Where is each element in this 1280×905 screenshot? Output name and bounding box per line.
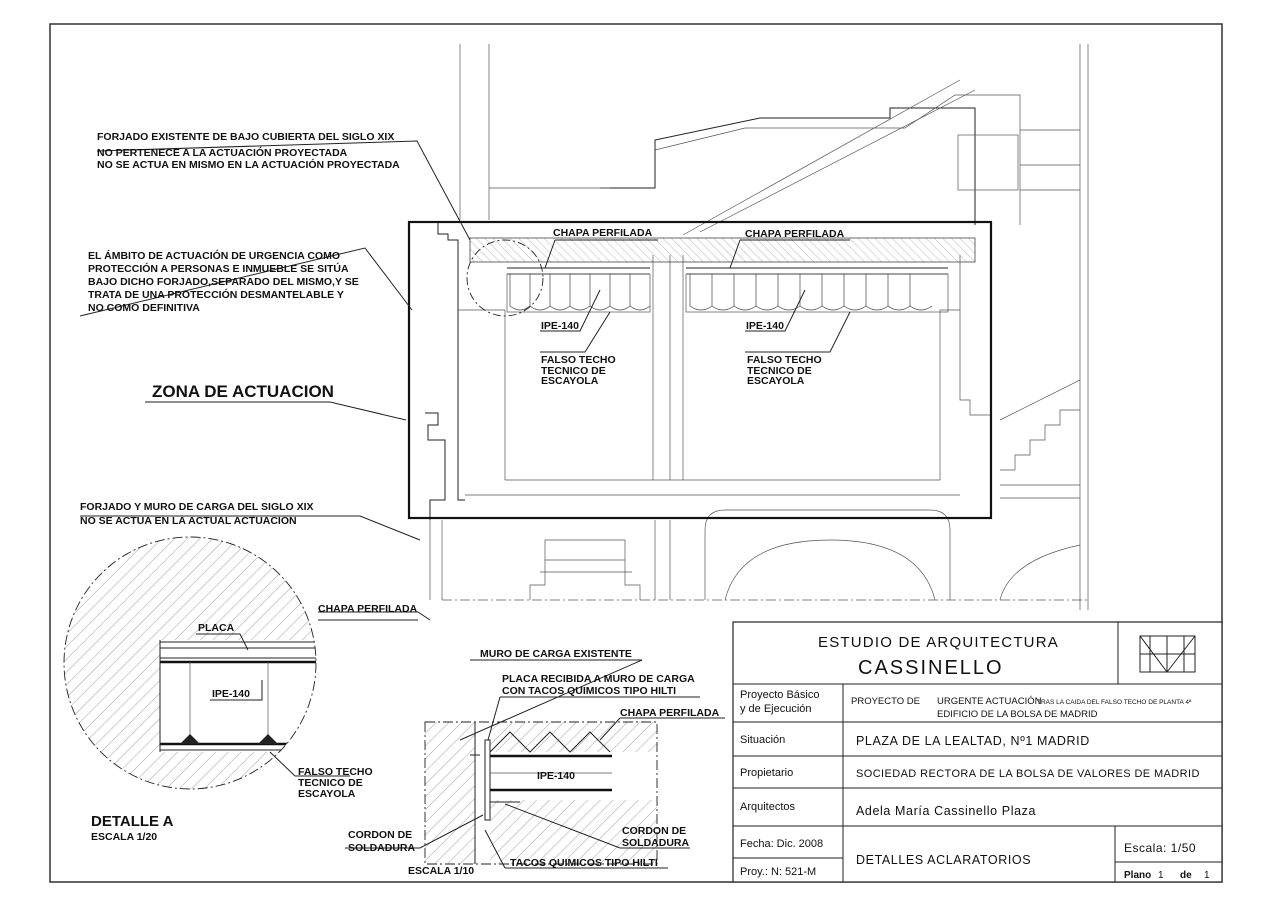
studio-name: CASSINELLO — [858, 657, 1004, 679]
falso-techo-rib — [777, 274, 801, 311]
plano-number: 1 — [1158, 870, 1164, 881]
falso-techo-rib — [821, 274, 845, 311]
ipe-left: IPE-140 — [541, 320, 579, 332]
falso-techo-rib — [589, 274, 611, 311]
studio-logo-icon — [1139, 635, 1196, 673]
falso-right-line1: FALSO TECHO — [747, 354, 822, 366]
detail-b-tacos: TACOS QUIMICOS TIPO HILTI — [510, 857, 658, 869]
detail-b-ipe: IPE-140 — [537, 770, 575, 782]
detail-b-muro: MURO DE CARGA EXISTENTE — [480, 648, 632, 660]
label-ambito: EL ÁMBITO DE ACTUACIÓN DE URGENCIA COMO … — [88, 249, 359, 314]
detail-b-placa1: PLACA RECIBIDA A MURO DE CARGA — [502, 673, 695, 685]
detail-a-falso-line3: ESCAYOLA — [298, 788, 356, 800]
detail-a-drawing — [63, 536, 418, 790]
detail-b-placa2: CON TACOS QUIMICOS TIPO HILTI — [502, 685, 676, 697]
arquitectos-label: Arquitectos — [740, 801, 796, 813]
proyecto-label-2: y de Ejecución — [740, 703, 812, 715]
forjado-existente-line2: NO PERTENECE A LA ACTUACIÓN PROYECTADA — [97, 146, 348, 159]
chapa-perfilada-right: CHAPA PERFILADA — [745, 228, 845, 240]
title-block: ESTUDIO DE ARQUITECTURA CASSINELLO Proye… — [732, 621, 1223, 883]
situacion-value: PLAZA DE LA LEALTAD, Nº1 MADRID — [856, 734, 1090, 748]
plano-total: 1 — [1204, 870, 1210, 881]
proyecto-de: PROYECTO DE — [851, 696, 920, 707]
chapa-perfilada-left: CHAPA PERFILADA — [553, 227, 653, 239]
cordon-left-line1: CORDON DE — [348, 829, 412, 841]
proyecto-label-1: Proyecto Básico — [740, 689, 819, 701]
detail-a-falso-line1: FALSO TECHO — [298, 766, 373, 778]
detail-a-scale: ESCALA 1/20 — [91, 831, 157, 843]
propietario-label: Propietario — [740, 767, 793, 779]
forjado-existente-line1: FORJADO EXISTENTE DE BAJO CUBIERTA DEL S… — [97, 131, 394, 143]
de-label: de — [1180, 870, 1192, 881]
fecha-value: Fecha: Dic. 2008 — [740, 838, 823, 850]
zona-actuacion-label: ZONA DE ACTUACION — [152, 382, 334, 401]
ambito-line2: PROTECCIÓN A PERSONAS E INMUEBLE SE SITÚ… — [88, 262, 349, 275]
propietario-value: SOCIEDAD RECTORA DE LA BOLSA DE VALORES … — [856, 768, 1200, 780]
falso-techo-right: FALSO TECHO TECNICO DE ESCAYOLA — [747, 354, 822, 387]
forjado-muro-line1: FORJADO Y MURO DE CARGA DEL SIGLO XIX — [80, 501, 314, 513]
detail-a-title: DETALLE A — [91, 813, 174, 830]
arquitectos-value: Adela María Cassinello Plaza — [856, 804, 1036, 818]
label-forjado-existente: FORJADO EXISTENTE DE BAJO CUBIERTA DEL S… — [97, 131, 400, 171]
detail-a-falso: FALSO TECHO TECNICO DE ESCAYOLA — [298, 766, 373, 800]
proyecto-main: URGENTE ACTUACIÓN — [937, 696, 1042, 707]
cordon-left-line2: SOLDADURA — [348, 842, 415, 854]
proyecto-tail: TRAS LA CAIDA DEL FALSO TECHO DE PLANTA … — [1037, 699, 1192, 706]
ambito-line1: EL ÁMBITO DE ACTUACIÓN DE URGENCIA COMO — [88, 249, 340, 262]
falso-left-line2: TECNICO DE — [541, 365, 606, 377]
detail-b-scale: ESCALA 1/10 — [408, 865, 474, 877]
forjado-existente-line3: NO SE ACTUA EN MISMO EN LA ACTUACIÓN PRO… — [97, 158, 400, 171]
detail-b-drawing — [345, 659, 725, 869]
detalles-value: DETALLES ACLARATORIOS — [856, 853, 1031, 867]
falso-left-line3: ESCAYOLA — [541, 375, 599, 387]
falso-techo-rib — [569, 274, 591, 311]
detail-b-cordon-right: CORDON DE SOLDADURA — [622, 825, 689, 849]
falso-techo-rib — [609, 274, 631, 311]
detail-a-callout-circle — [466, 239, 544, 317]
plano-label: Plano — [1124, 870, 1151, 881]
detail-a-placa: PLACA — [198, 622, 235, 634]
falso-techo-rib — [865, 274, 889, 311]
falso-techo-rib — [529, 274, 551, 311]
falso-techo-rib — [689, 274, 713, 311]
ambito-line4: TRATA DE UNA PROTECCIÓN DESMANTELABLE Y — [88, 288, 344, 301]
situacion-label: Situación — [740, 734, 785, 746]
ambito-line5: NO COMO DEFINITIVA — [88, 302, 200, 314]
falso-techo-rib — [909, 274, 933, 311]
ipe-right: IPE-140 — [746, 320, 784, 332]
falso-techo-left: FALSO TECHO TECNICO DE ESCAYOLA — [541, 354, 616, 387]
detail-a-chapa: CHAPA PERFILADA — [318, 603, 418, 615]
detail-a-falso-line2: TECNICO DE — [298, 777, 363, 789]
leader-lines — [79, 140, 851, 621]
falso-techo-rib — [799, 274, 823, 311]
forjado-muro-line2: NO SE ACTUA EN LA ACTUAL ACTUACION — [80, 515, 297, 527]
falso-right-line3: ESCAYOLA — [747, 375, 805, 387]
detail-b-chapa: CHAPA PERFILADA — [620, 707, 720, 719]
falso-techo-rib — [549, 274, 571, 311]
proy-value: Proy.: N: 521-M — [740, 866, 816, 878]
falso-techo-rib — [843, 274, 867, 311]
falso-techo-rib — [733, 274, 757, 311]
detail-a-ipe: IPE-140 — [212, 688, 250, 700]
cordon-right-line2: SOLDADURA — [622, 837, 689, 849]
falso-techo-rib — [711, 274, 735, 311]
proyecto-line2: EDIFICIO DE LA BOLSA DE MADRID — [937, 709, 1098, 720]
cordon-right-line1: CORDON DE — [622, 825, 686, 837]
detail-b-cordon-left: CORDON DE SOLDADURA — [348, 829, 415, 854]
falso-techo-rib — [629, 274, 651, 311]
ambito-line3: BAJO DICHO FORJADO,SEPARADO DEL MISMO,Y … — [88, 276, 359, 288]
studio-label: ESTUDIO DE ARQUITECTURA — [818, 634, 1059, 651]
escala-value: Escala: 1/50 — [1124, 841, 1196, 855]
falso-right-line2: TECNICO DE — [747, 365, 812, 377]
sheet-border — [49, 23, 1223, 883]
falso-techo-rib — [509, 274, 531, 311]
falso-techo-rib — [887, 274, 911, 311]
zona-actuacion-frame — [407, 220, 993, 520]
falso-left-line1: FALSO TECHO — [541, 354, 616, 366]
falso-techo-rib — [755, 274, 779, 311]
label-forjado-muro: FORJADO Y MURO DE CARGA DEL SIGLO XIX NO… — [80, 501, 314, 527]
